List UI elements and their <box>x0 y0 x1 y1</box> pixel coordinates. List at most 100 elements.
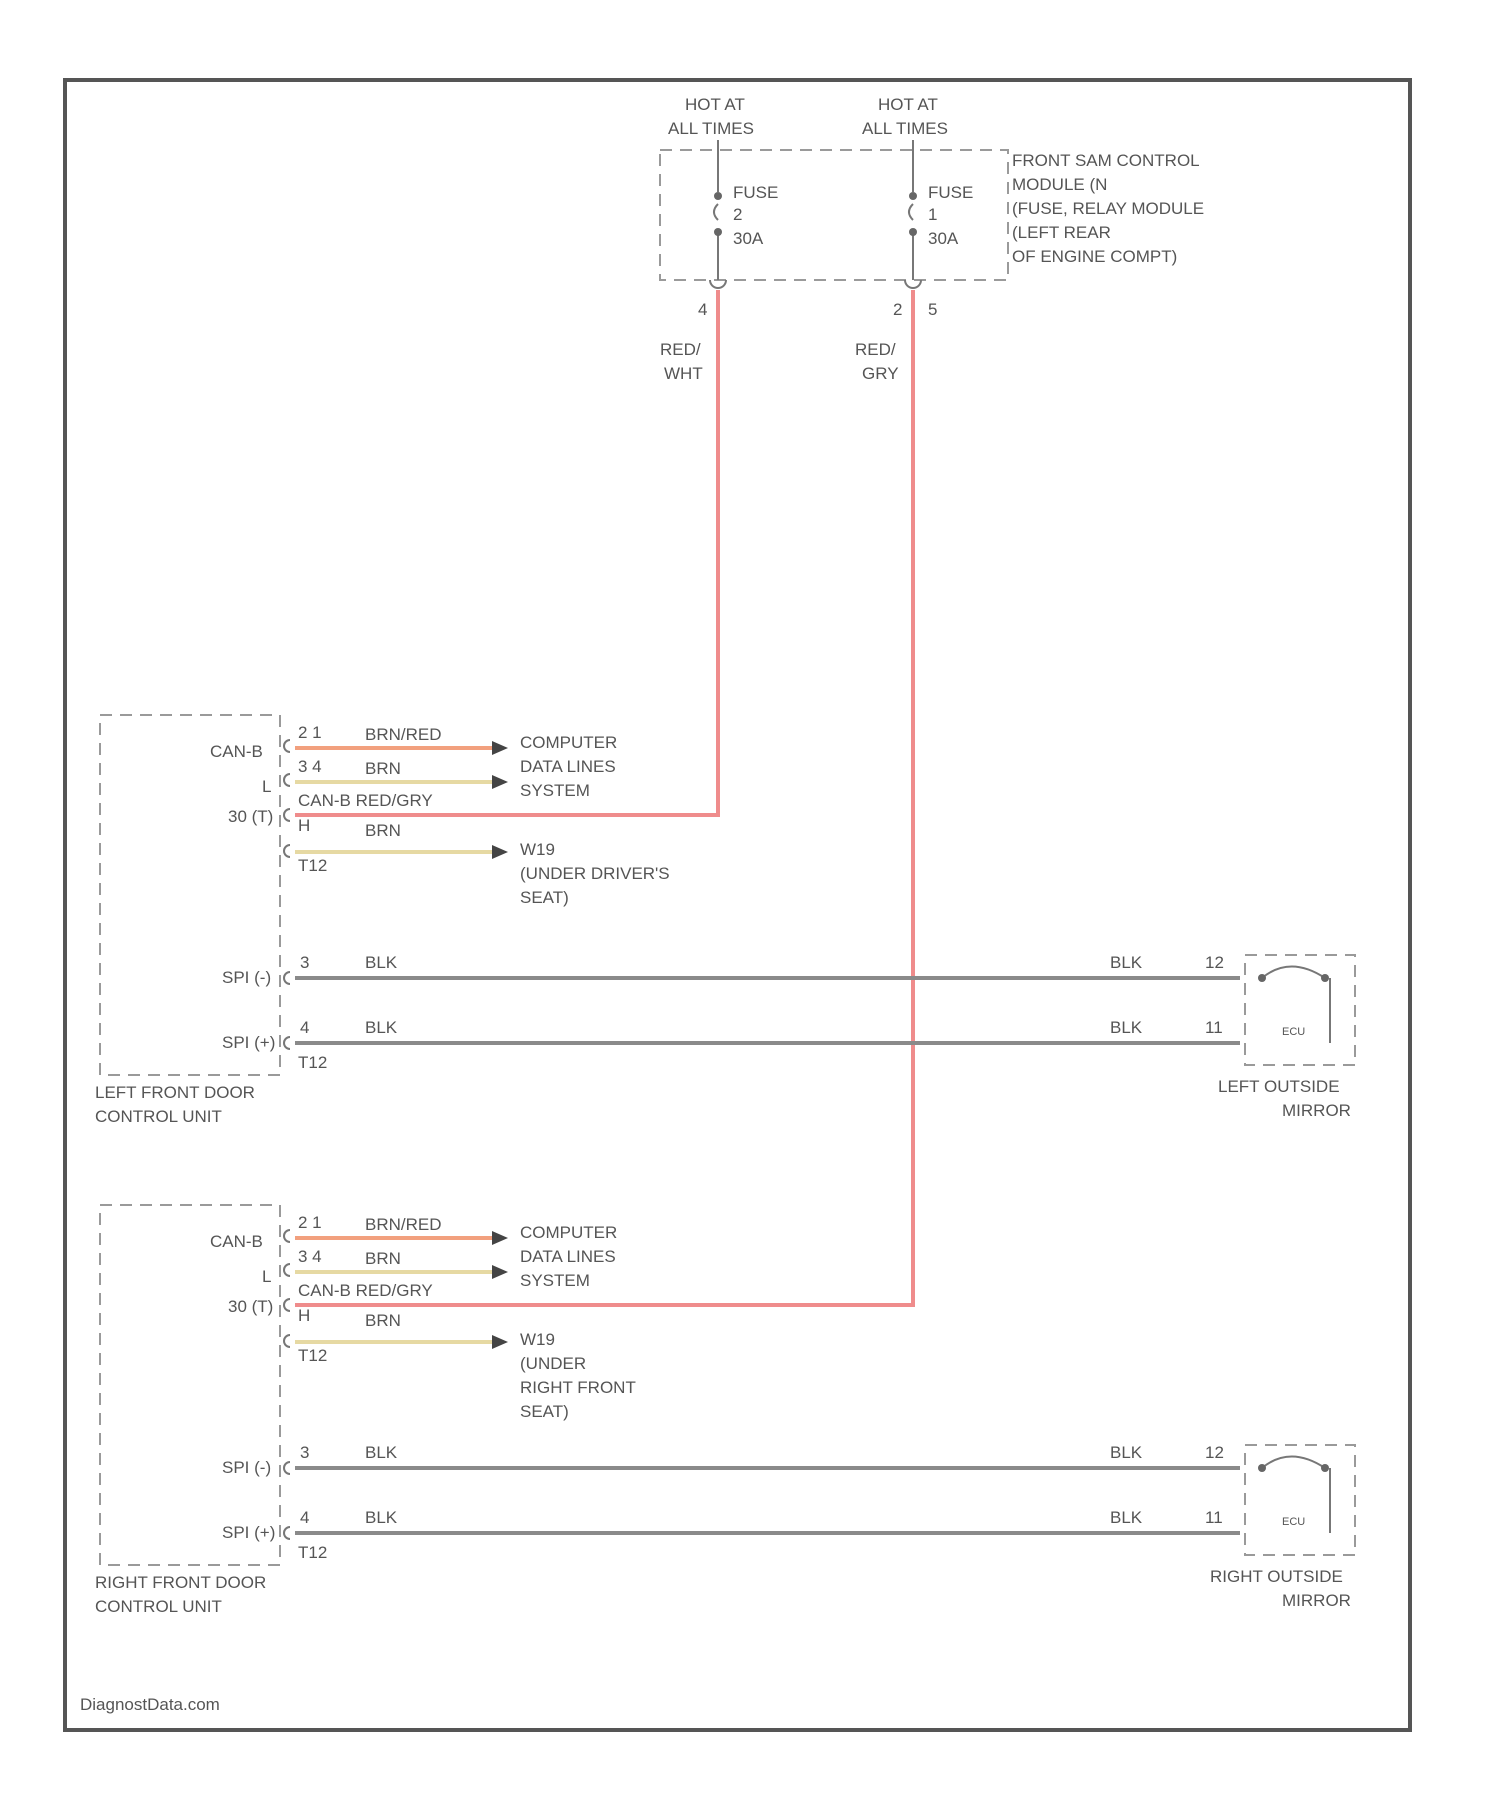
left-ground-arrow <box>492 845 508 859</box>
right-pin-30: 30 (T) <box>228 1297 273 1316</box>
left-mirror-node-2 <box>1321 974 1329 982</box>
right-h-connector <box>284 1335 290 1347</box>
fuse-right-node-top <box>909 192 917 200</box>
left-door-unit-outline <box>100 715 280 1075</box>
fuse-right-symbol <box>909 204 913 220</box>
left-mirror-sig1: SPI (-) <box>222 968 271 987</box>
left-door-section: CAN-B L 30 (T) 2 1 3 4 H T12 BRN/RED BRN… <box>95 715 1355 1126</box>
left-pin-h: H <box>298 816 310 835</box>
right-mirror-wire-label-2a: BLK <box>365 1508 398 1527</box>
module-label-2: MODULE (N <box>1012 175 1107 194</box>
right-computer-label-2: DATA LINES <box>520 1247 616 1266</box>
left-computer-label-1: COMPUTER <box>520 733 617 752</box>
right-mirror-pin2: 4 <box>300 1508 309 1527</box>
right-can2-connector <box>284 1264 290 1276</box>
right-unit-label-1: RIGHT FRONT DOOR <box>95 1573 266 1592</box>
left-computer-label-3: SYSTEM <box>520 781 590 800</box>
left-mirror-motor-label: ECU <box>1282 1026 1305 1038</box>
module-label-1: FRONT SAM CONTROL <box>1012 151 1200 170</box>
pin-left: 4 <box>698 300 707 319</box>
left-can-label: CAN-B <box>210 742 263 761</box>
left-mirror-wire-label-1b: BLK <box>1110 953 1143 972</box>
left-mirror-label-1: LEFT OUTSIDE <box>1218 1077 1340 1096</box>
right-mirror-conn2 <box>284 1527 290 1539</box>
right-pin-can1: 2 1 <box>298 1213 322 1232</box>
left-wire-brn-label: BRN <box>365 821 401 840</box>
left-mirror-wire-label-2b: BLK <box>1110 1018 1143 1037</box>
right-wire-can-red-label: CAN-B RED/GRY <box>298 1281 433 1300</box>
module-label-5: OF ENGINE COMPT) <box>1012 247 1177 266</box>
right-30-connector <box>284 1299 290 1311</box>
right-unit-label-2: CONTROL UNIT <box>95 1597 222 1616</box>
left-mirror-conn1 <box>284 972 290 984</box>
left-pin-30: 30 (T) <box>228 807 273 826</box>
fuse-left-node-top <box>714 192 722 200</box>
fuse-left-label-3: 30A <box>733 229 764 248</box>
right-computer-label-1: COMPUTER <box>520 1223 617 1242</box>
left-mirror-wire-label-1a: BLK <box>365 953 398 972</box>
hot-left-1: HOT AT <box>685 95 745 114</box>
right-ground-label-2: (UNDER <box>520 1354 586 1373</box>
right-mirror-conn1 <box>284 1462 290 1474</box>
right-mirror-wire-label-1a: BLK <box>365 1443 398 1462</box>
left-mirror-conn2 <box>284 1037 290 1049</box>
left-mirror-rpin1: 12 <box>1205 953 1224 972</box>
hot-left-2: ALL TIMES <box>668 119 754 138</box>
fuse-right-connector <box>905 280 921 288</box>
fuse-right-label-2: 1 <box>928 205 937 224</box>
right-mirror-wire-label-1b: BLK <box>1110 1443 1143 1462</box>
right-ground-arrow <box>492 1335 508 1349</box>
left-mirror-motor-arc <box>1262 967 1325 979</box>
right-can-label: CAN-B <box>210 1232 263 1251</box>
pin-right-a: 2 <box>893 300 902 319</box>
right-mirror-rpin1: 12 <box>1205 1443 1224 1462</box>
right-ground-label-4: SEAT) <box>520 1402 569 1421</box>
left-30-connector <box>284 809 290 821</box>
left-mirror-label-2: MIRROR <box>1282 1101 1351 1120</box>
left-pin-can1: 2 1 <box>298 723 322 742</box>
left-wire-can1-label: BRN/RED <box>365 725 442 744</box>
right-mirror-node-1 <box>1258 1464 1266 1472</box>
fuse-module-outline <box>660 150 1008 280</box>
left-unit-label-1: LEFT FRONT DOOR <box>95 1083 255 1102</box>
fuse-right-node-bottom <box>909 228 917 236</box>
right-can1-arrow <box>492 1231 508 1245</box>
module-label-3: (FUSE, RELAY MODULE <box>1012 199 1204 218</box>
left-conn-t1: T12 <box>298 856 327 875</box>
left-can2-connector <box>284 774 290 786</box>
feed-wire-left <box>295 290 718 815</box>
hot-right-2: ALL TIMES <box>862 119 948 138</box>
hot-right-1: HOT AT <box>878 95 938 114</box>
left-mirror-rpin2: 11 <box>1205 1018 1223 1037</box>
left-can1-connector <box>284 740 290 752</box>
right-can2-arrow <box>492 1265 508 1279</box>
fuse-left-symbol <box>714 204 718 220</box>
left-unit-label-2: CONTROL UNIT <box>95 1107 222 1126</box>
fuse-left-connector <box>710 280 726 288</box>
right-wire-can1-label: BRN/RED <box>365 1215 442 1234</box>
right-mirror-pin1: 3 <box>300 1443 309 1462</box>
right-mirror-sig2: SPI (+) <box>222 1523 275 1542</box>
right-ground-label-1: W19 <box>520 1330 555 1349</box>
left-ground-label-2: (UNDER DRIVER'S <box>520 864 670 883</box>
fuse-left-node-bottom <box>714 228 722 236</box>
left-mirror-conn: T12 <box>298 1053 327 1072</box>
right-mirror-sig1: SPI (-) <box>222 1458 271 1477</box>
left-mirror-pin2: 4 <box>300 1018 309 1037</box>
right-mirror-label-2: MIRROR <box>1282 1591 1351 1610</box>
right-wire-can2-label: BRN <box>365 1249 401 1268</box>
fuse-left-label-1: FUSE <box>733 183 778 202</box>
right-pin-h: H <box>298 1306 310 1325</box>
module-label-4: (LEFT REAR <box>1012 223 1111 242</box>
left-computer-label-2: DATA LINES <box>520 757 616 776</box>
fuse-right-label-1: FUSE <box>928 183 973 202</box>
feed-right-label-1: RED/ <box>855 340 896 359</box>
fuse-right-label-3: 30A <box>928 229 959 248</box>
right-door-unit-outline <box>100 1205 280 1565</box>
right-mirror-motor-label: ECU <box>1282 1516 1305 1528</box>
left-mirror-sig2: SPI (+) <box>222 1033 275 1052</box>
left-mirror-pin1: 3 <box>300 953 309 972</box>
left-mirror-outline <box>1245 955 1355 1065</box>
